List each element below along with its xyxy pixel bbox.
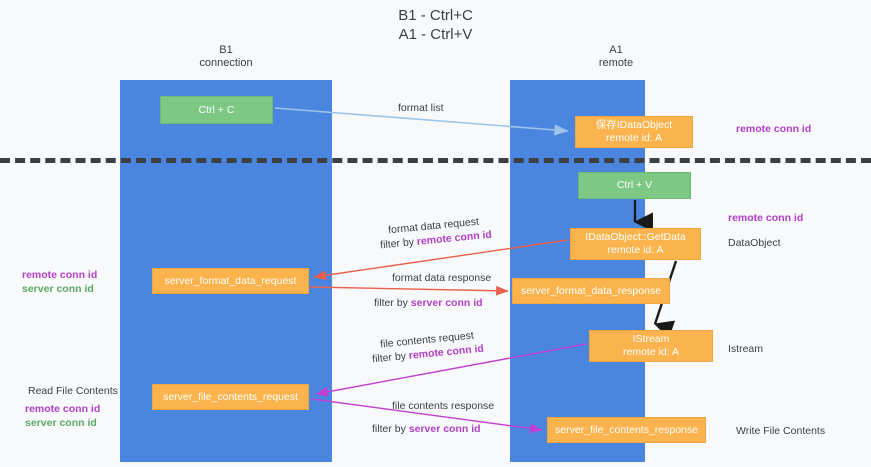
node-server-format-data-response[interactable]: server_format_data_response	[512, 278, 670, 304]
node-ctrl-v-label: Ctrl + V	[616, 179, 653, 191]
label-remote-conn-id-top: remote conn id	[736, 123, 812, 135]
label-remote-conn-id-mid: remote conn id	[728, 212, 804, 224]
node-ctrl-v[interactable]: Ctrl + V	[578, 172, 691, 199]
node-ctrl-c[interactable]: Ctrl + C	[160, 96, 273, 124]
swimlane-a1-subtitle: remote	[598, 57, 634, 69]
label-server-conn-id-left-bottom: server conn id	[25, 417, 97, 429]
edge-label-format-data-response: format data response	[392, 272, 492, 284]
swimlane-header-b1: B1 connection	[120, 44, 332, 70]
label-istream: Istream	[728, 343, 764, 355]
edge-label-fcres-filter-value: server conn id	[408, 423, 481, 435]
node-server-format-data-request-label: server_format_data_request	[164, 274, 297, 287]
node-server-file-contents-request[interactable]: server_file_contents_request	[152, 384, 309, 410]
section-divider	[0, 158, 871, 163]
node-server-format-data-response-label: server_format_data_response	[520, 284, 662, 297]
page-title-line-1: B1 - Ctrl+C	[398, 7, 473, 24]
node-istream[interactable]: IStream remote id: A	[589, 330, 713, 362]
edge-label-file-contents-response-filter: filter by server conn id	[372, 423, 481, 435]
label-remote-conn-id-left-bottom: remote conn id	[25, 403, 101, 415]
label-dataobject: DataObject	[728, 237, 781, 249]
edge-label-fcr-filter-prefix: filter by	[371, 349, 410, 366]
node-idataobject-getdata[interactable]: IDataObject::GetData remote id: A	[570, 228, 701, 260]
node-ctrl-c-label: Ctrl + C	[198, 103, 235, 116]
label-server-conn-id-left-mid: server conn id	[22, 283, 94, 295]
node-idataobject[interactable]: 保存IDataObject remote id: A	[575, 116, 693, 148]
swimlane-a1-title: A1	[609, 44, 623, 56]
swimlane-b1-subtitle: connection	[199, 57, 253, 69]
label-write-file-contents: Write File Contents	[736, 425, 826, 437]
node-getdata-sublabel: remote id: A	[607, 244, 664, 256]
swimlane-b1-title: B1	[219, 44, 233, 56]
label-group-conn-ids-mid: remote conn id server conn id	[22, 268, 97, 296]
page-title: B1 - Ctrl+C A1 - Ctrl+V	[0, 6, 871, 44]
edge-label-fdres-filter-value: server conn id	[410, 297, 483, 309]
edge-format-data-response	[309, 285, 509, 296]
node-server-file-contents-response-label: server_file_contents_response	[554, 423, 698, 436]
node-idataobject-label: 保存IDataObject	[595, 119, 673, 131]
label-read-file-contents: Read File Contents	[28, 385, 118, 397]
node-istream-sublabel: remote id: A	[622, 346, 680, 358]
page-title-line-2: A1 - Ctrl+V	[398, 26, 473, 43]
swimlane-header-a1: A1 remote	[510, 44, 722, 70]
edge-label-fdres-filter-prefix: filter by	[374, 297, 411, 309]
label-group-conn-ids-bottom: remote conn id server conn id	[25, 402, 100, 430]
edge-label-file-contents-response: file contents response	[392, 400, 495, 412]
node-getdata-label: IDataObject::GetData	[585, 231, 686, 243]
edge-label-fdr-filter-prefix: filter by	[379, 235, 418, 252]
edge-label-format-data-response-filter: filter by server conn id	[374, 297, 483, 309]
node-idataobject-sublabel: remote id: A	[605, 132, 663, 144]
node-istream-label: IStream	[632, 333, 670, 345]
node-server-file-contents-request-label: server_file_contents_request	[163, 390, 298, 403]
node-server-file-contents-response[interactable]: server_file_contents_response	[547, 417, 706, 443]
label-remote-conn-id-left-mid: remote conn id	[22, 269, 98, 281]
edge-label-fcres-filter-prefix: filter by	[372, 423, 409, 435]
node-server-format-data-request[interactable]: server_format_data_request	[152, 268, 309, 294]
edge-label-format-list: format list	[398, 102, 444, 114]
